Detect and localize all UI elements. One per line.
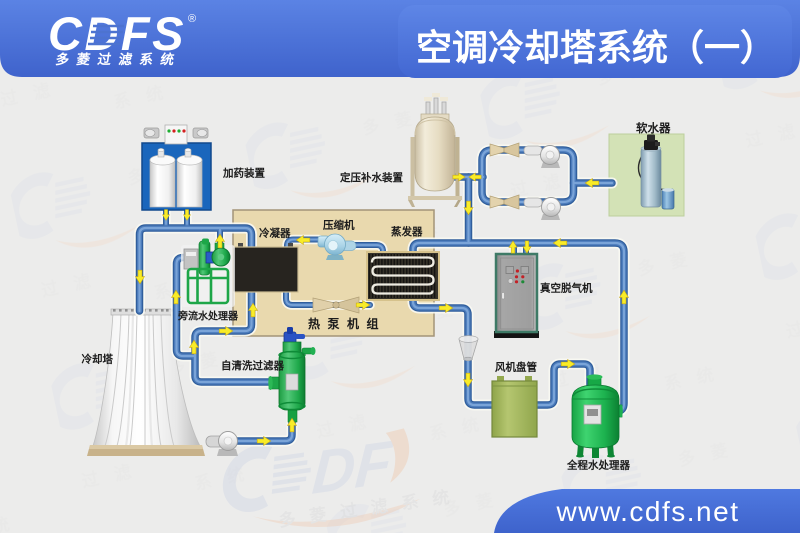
svg-text:自清洗过滤器: 自清洗过滤器 [221, 359, 284, 372]
svg-text:冷却塔: 冷却塔 [82, 353, 114, 366]
svg-text:®: ® [188, 13, 196, 25]
svg-text:风机盘管: 风机盘管 [495, 361, 537, 374]
svg-text:加药装置: 加药装置 [222, 167, 265, 180]
svg-text:热泵机组: 热泵机组 [308, 316, 386, 331]
svg-text:压缩机: 压缩机 [323, 219, 355, 232]
svg-text:定压补水装置: 定压补水装置 [339, 171, 403, 184]
svg-text:www.cdfs.net: www.cdfs.net [556, 496, 740, 527]
svg-text:多菱过滤系统: 多菱过滤系统 [55, 51, 183, 67]
svg-text:冷凝器: 冷凝器 [259, 227, 291, 240]
svg-text:蒸发器: 蒸发器 [391, 225, 423, 238]
svg-text:真空脱气机: 真空脱气机 [540, 282, 593, 295]
svg-text:CDFS: CDFS [48, 7, 186, 60]
svg-text:软水器: 软水器 [636, 121, 671, 135]
svg-text:全程水处理器: 全程水处理器 [566, 459, 630, 472]
svg-text:旁流水处理器: 旁流水处理器 [177, 310, 239, 323]
svg-text:DF: DF [310, 427, 396, 507]
svg-text:空调冷却塔系统（一）: 空调冷却塔系统（一） [416, 27, 776, 68]
